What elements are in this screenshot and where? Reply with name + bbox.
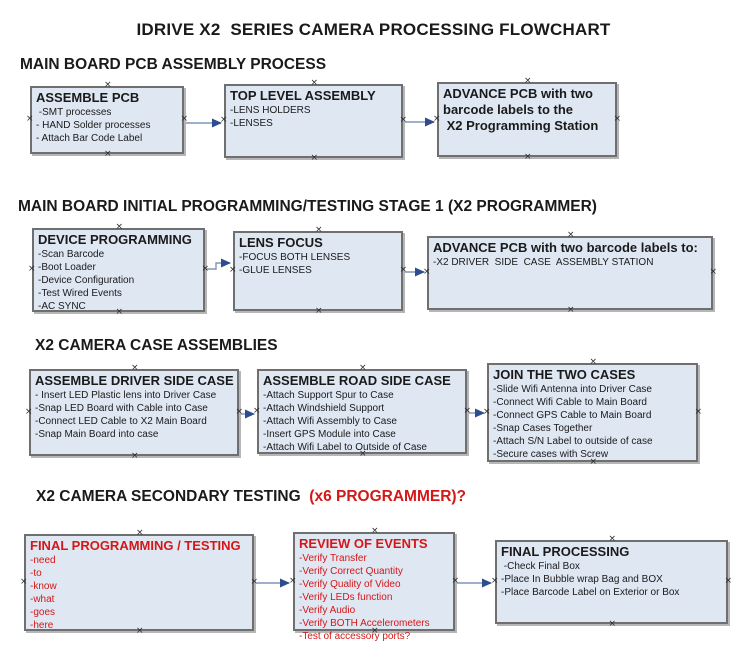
- box-lines: -LENS HOLDERS -LENSES: [230, 105, 311, 129]
- box-title: LENS FOCUS: [239, 235, 323, 250]
- box-lines: -X2 DRIVER SIDE CASE ASSEMBLY STATION: [433, 257, 654, 268]
- anchor-handle-icon: [399, 116, 407, 125]
- box-lines: -need -to -know -what -goes -here: [30, 555, 57, 631]
- anchor-handle-icon: [709, 268, 717, 277]
- anchor-handle-icon: [315, 307, 323, 316]
- box-title: JOIN THE TWO CASES: [493, 367, 636, 382]
- anchor-handle-icon: [451, 577, 459, 586]
- anchor-handle-icon: [399, 266, 407, 275]
- anchor-handle-icon: [229, 266, 237, 275]
- anchor-handle-icon: [567, 306, 575, 315]
- anchor-handle-icon: [590, 358, 598, 367]
- anchor-handle-icon: [609, 535, 617, 544]
- flow-box-review-of-events[interactable]: REVIEW OF EVENTS -Verify Transfer -Verif…: [293, 532, 455, 642]
- anchor-handle-icon: [28, 265, 36, 274]
- flow-box-advance-pcb-station[interactable]: ADVANCE PCB with two barcode labels to t…: [437, 82, 617, 157]
- anchor-handle-icon: [524, 77, 532, 86]
- anchor-handle-icon: [423, 268, 431, 277]
- anchor-handle-icon: [116, 223, 124, 232]
- anchor-handle-icon: [724, 577, 732, 586]
- anchor-handle-icon: [463, 407, 471, 416]
- anchor-handle-icon: [694, 408, 702, 417]
- box-lines: - Insert LED Plastic lens into Driver Ca…: [35, 390, 217, 440]
- box-title: ADVANCE PCB with two barcode labels to t…: [443, 86, 599, 133]
- box-title: FINAL PROCESSING: [501, 544, 630, 559]
- section-heading-pcb-assembly: MAIN BOARD PCB ASSEMBLY PROCESS: [20, 56, 327, 73]
- anchor-handle-icon: [311, 154, 319, 163]
- box-lines: -Verify Transfer -Verify Correct Quantit…: [299, 553, 430, 642]
- anchor-handle-icon: [311, 79, 319, 88]
- anchor-handle-icon: [609, 620, 617, 629]
- box-lines: -Attach Support Spur to Case -Attach Win…: [263, 390, 427, 453]
- flow-box-advance-pcb-driver[interactable]: ADVANCE PCB with two barcode labels to: …: [427, 236, 713, 310]
- box-title: TOP LEVEL ASSEMBLY: [230, 88, 376, 103]
- flow-box-assemble-pcb[interactable]: ASSEMBLE PCB -SMT processes - HAND Solde…: [30, 86, 184, 154]
- flow-box-join-the-two-cases[interactable]: JOIN THE TWO CASES -Slide Wifi Antenna i…: [487, 363, 698, 462]
- connector-arrow: [207, 258, 231, 270]
- anchor-handle-icon: [26, 115, 34, 124]
- box-lines: -Check Final Box -Place In Bubble wrap B…: [501, 561, 680, 598]
- anchor-handle-icon: [104, 81, 112, 90]
- box-title: REVIEW OF EVENTS: [299, 536, 428, 551]
- anchor-handle-icon: [359, 364, 367, 373]
- flow-box-assemble-road-side-case[interactable]: ASSEMBLE ROAD SIDE CASE -Attach Support …: [257, 369, 467, 454]
- anchor-handle-icon: [253, 407, 261, 416]
- anchor-handle-icon: [104, 150, 112, 159]
- section-heading-case-assemblies: X2 CAMERA CASE ASSEMBLIES: [35, 337, 278, 354]
- box-title: ASSEMBLE DRIVER SIDE CASE: [35, 373, 234, 388]
- anchor-handle-icon: [235, 408, 243, 417]
- anchor-handle-icon: [20, 578, 28, 587]
- anchor-handle-icon: [483, 408, 491, 417]
- anchor-handle-icon: [567, 231, 575, 240]
- anchor-handle-icon: [180, 115, 188, 124]
- flow-box-device-programming[interactable]: DEVICE PROGRAMMING -Scan Barcode -Boot L…: [32, 228, 205, 312]
- anchor-handle-icon: [220, 116, 228, 125]
- section-heading-initial-programming: MAIN BOARD INITIAL PROGRAMMING/TESTING S…: [18, 198, 597, 215]
- anchor-handle-icon: [613, 115, 621, 124]
- page-title: IDRIVE X2 SERIES CAMERA PROCESSING FLOWC…: [136, 20, 611, 39]
- section-heading-secondary-testing-black: X2 CAMERA SECONDARY TESTING: [36, 488, 301, 505]
- anchor-handle-icon: [131, 452, 139, 461]
- anchor-handle-icon: [433, 115, 441, 124]
- anchor-handle-icon: [289, 577, 297, 586]
- flow-box-lens-focus[interactable]: LENS FOCUS -FOCUS BOTH LENSES -GLUE LENS…: [233, 231, 403, 311]
- anchor-handle-icon: [371, 527, 379, 536]
- box-lines: -SMT processes - HAND Solder processes -…: [36, 107, 151, 144]
- box-lines: -FOCUS BOTH LENSES -GLUE LENSES: [239, 252, 351, 276]
- box-title: ASSEMBLE ROAD SIDE CASE: [263, 373, 451, 388]
- box-title: DEVICE PROGRAMMING: [38, 232, 192, 247]
- anchor-handle-icon: [250, 578, 258, 587]
- box-title: ADVANCE PCB with two barcode labels to:: [433, 240, 698, 255]
- section-heading-secondary-testing-red: (x6 PROGRAMMER)?: [300, 488, 467, 505]
- anchor-handle-icon: [491, 577, 499, 586]
- anchor-handle-icon: [524, 153, 532, 162]
- anchor-handle-icon: [131, 364, 139, 373]
- box-lines: -Scan Barcode -Boot Loader -Device Confi…: [38, 249, 135, 312]
- section-heading-secondary-testing: X2 CAMERA SECONDARY TESTING (x6 PROGRAMM…: [36, 488, 466, 506]
- flow-box-final-programming-testing[interactable]: FINAL PROGRAMMING / TESTING -need -to -k…: [24, 534, 254, 631]
- flow-box-assemble-driver-side-case[interactable]: ASSEMBLE DRIVER SIDE CASE - Insert LED P…: [29, 369, 239, 456]
- anchor-handle-icon: [201, 265, 209, 274]
- flow-box-top-level-assembly[interactable]: TOP LEVEL ASSEMBLY -LENS HOLDERS -LENSES: [224, 84, 403, 158]
- box-lines: -Slide Wifi Antenna into Driver Case -Co…: [493, 384, 653, 460]
- anchor-handle-icon: [25, 408, 33, 417]
- box-title: ASSEMBLE PCB: [36, 90, 140, 105]
- anchor-handle-icon: [136, 529, 144, 538]
- box-title: FINAL PROGRAMMING / TESTING: [30, 538, 241, 553]
- anchor-handle-icon: [315, 226, 323, 235]
- flow-box-final-processing[interactable]: FINAL PROCESSING -Check Final Box -Place…: [495, 540, 728, 624]
